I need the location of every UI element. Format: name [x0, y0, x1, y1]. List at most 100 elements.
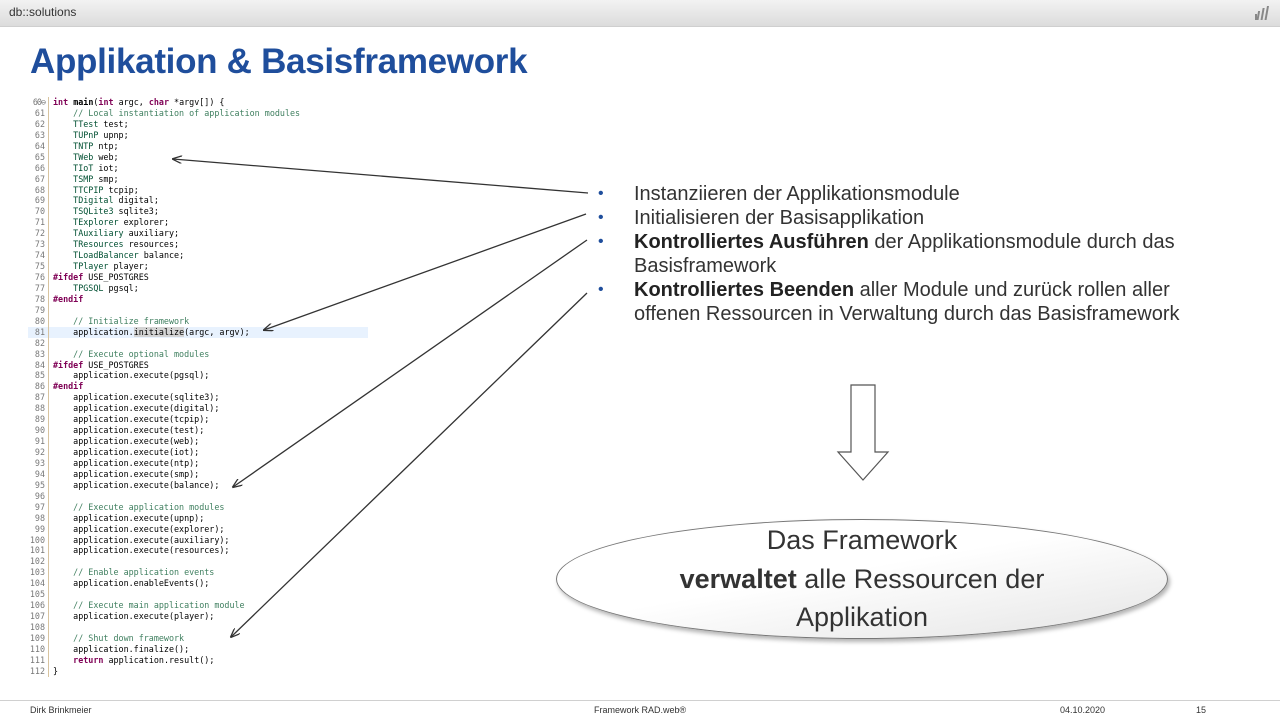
bullet-bold: Kontrolliertes Beenden [634, 279, 855, 301]
arrow-finalize [231, 292, 588, 637]
code-line: 101 application.execute(resources); [28, 545, 368, 557]
code-line: 74 TLoadBalancer balance; [28, 250, 368, 262]
code-text: application.execute(pgsql); [53, 370, 210, 381]
code-line: 69 TDigital digital; [28, 195, 368, 207]
line-number: 89 [28, 414, 49, 426]
line-number: 67 [28, 173, 49, 185]
code-line: 83 // Execute optional modules [28, 348, 368, 360]
code-line: 67 TSMP smp; [28, 173, 368, 185]
line-number: 92 [28, 447, 49, 458]
line-number: 100 [28, 534, 49, 546]
code-text: // Enable application events [53, 567, 215, 578]
code-line: 99 application.execute(explorer); [28, 523, 368, 535]
code-text: application.execute(tcpip); [53, 414, 210, 425]
summary-line-3: Applikation [795, 602, 929, 632]
line-number: 64 [28, 140, 49, 152]
bullet-text: Initialisieren der Basisapplikation [634, 207, 925, 229]
footer-product: Framework RAD.web® [594, 705, 687, 715]
code-line: 68 TTCPIP tcpip; [28, 184, 368, 196]
code-line: 77 TPGSQL pgsql; [28, 282, 368, 294]
line-number: 80 [28, 315, 49, 327]
code-text: } [53, 665, 59, 676]
line-number: 71 [28, 217, 49, 229]
code-line: 76#ifdef USE_POSTGRES [28, 272, 368, 283]
code-line: 91 application.execute(web); [28, 436, 368, 447]
line-number: 110 [28, 643, 49, 655]
brand-label: db::solutions [9, 5, 77, 19]
code-line: 109 // Shut down framework [28, 632, 368, 644]
code-line: 85 application.execute(pgsql); [28, 370, 368, 382]
code-text: #ifdef USE_POSTGRES [53, 272, 149, 282]
bullet-bold: Kontrolliertes Ausführen [634, 231, 869, 253]
arrow-instantiate [173, 159, 589, 194]
code-line: 75 TPlayer player; [28, 261, 368, 272]
line-number: 77 [28, 282, 49, 294]
code-text: int main(int argc, char *argv[]) { [53, 97, 225, 107]
line-number: 98 [28, 512, 49, 524]
code-line: 88 application.execute(digital); [28, 403, 368, 415]
code-line: 87 application.execute(sqlite3); [28, 392, 368, 404]
code-text: #ifdef USE_POSTGRES [53, 359, 149, 370]
footer-date: 04.10.2020 [1060, 705, 1106, 715]
line-number: 61 [28, 107, 49, 119]
code-line: 112} [28, 665, 368, 677]
code-text: application.finalize(); [53, 643, 190, 654]
line-number: 74 [28, 250, 49, 262]
code-line: 65 TWeb web; [28, 151, 368, 163]
line-number: 93 [28, 457, 49, 469]
line-number: 65 [28, 151, 49, 163]
line-number: 69 [28, 195, 49, 207]
line-number: 95 [28, 479, 49, 491]
bullet-text: Instanziieren der Applikationsmodule [634, 183, 960, 205]
line-number: 73 [28, 239, 49, 251]
code-text: application.execute(upnp); [53, 512, 205, 523]
code-line: 61 // Local instantiation of application… [28, 107, 368, 119]
arrow-initialize [264, 213, 587, 330]
code-text: TPGSQL pgsql; [73, 282, 139, 293]
code-line: 81 application.initialize(argc, argv); [28, 326, 368, 338]
code-text: application.execute(web); [53, 436, 200, 447]
line-number: 91 [28, 436, 49, 447]
code-line: 63 TUPnP upnp; [28, 129, 368, 141]
code-line: 95 application.execute(balance); [28, 479, 368, 491]
line-number: 103 [28, 567, 49, 579]
line-number: 68 [28, 184, 49, 196]
code-line: 62 TTest test; [28, 118, 368, 130]
code-text: TSMP smp; [73, 173, 119, 184]
line-number: 102 [28, 556, 49, 568]
code-text: // Shut down framework [53, 632, 185, 643]
down-arrow-icon [836, 384, 890, 481]
line-number: 99 [28, 523, 49, 535]
code-line: 60⊖ int main(int argc, char *argv[]) { [28, 97, 368, 108]
code-text: application.execute(digital); [53, 403, 220, 414]
footer-author: Dirk Brinkmeier [30, 705, 92, 715]
summary-line-2-rest: alle Ressourcen der [796, 563, 1045, 594]
code-text: TIoT iot; [73, 162, 119, 173]
code-line: 108 [28, 622, 368, 633]
code-text: TLoadBalancer balance; [73, 250, 185, 261]
code-text: application.execute(player); [53, 611, 215, 622]
line-number: 60⊖ [28, 97, 49, 108]
code-line: 64 TNTP ntp; [28, 140, 368, 152]
code-text: TSQLite3 sqlite3; [73, 206, 159, 217]
code-line: 66 TIoT iot; [28, 162, 368, 174]
slide-title: Applikation & Basisframework [30, 42, 528, 81]
line-number: 83 [28, 348, 49, 360]
bullet-text: aller Module und zurück rollen aller off… [634, 279, 1180, 325]
code-line: 100 application.execute(auxiliary); [28, 534, 368, 546]
code-line: 70 TSQLite3 sqlite3; [28, 206, 368, 218]
line-number: 101 [28, 545, 49, 557]
line-number: 78 [28, 293, 49, 305]
code-text: TResources resources; [73, 239, 180, 250]
code-line: 78#endif [28, 293, 368, 305]
line-number: 85 [28, 370, 49, 382]
code-text: // Execute optional modules [53, 348, 210, 359]
code-text: TTest test; [73, 118, 129, 129]
bullet-item: Kontrolliertes Beenden aller Module und … [596, 278, 1196, 326]
code-line: 73 TResources resources; [28, 239, 368, 251]
code-text: application.execute(balance); [53, 479, 220, 490]
code-text: application.initialize(argc, argv); [53, 326, 250, 337]
line-number: 81 [28, 326, 49, 338]
bullet-item: Instanziieren der Applikationsmodule [596, 182, 1196, 206]
code-line: 86#endif [28, 381, 368, 393]
